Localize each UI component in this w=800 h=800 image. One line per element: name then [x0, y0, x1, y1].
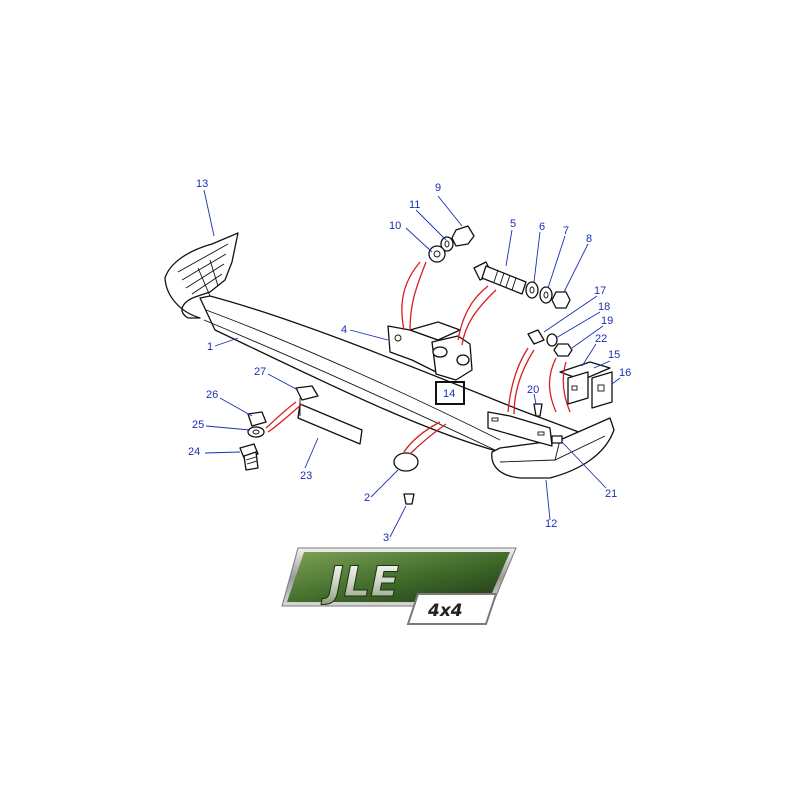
callout-6: 6: [539, 221, 545, 233]
callout-3: 3: [383, 532, 389, 544]
mount-bracket-center: [431, 335, 473, 381]
callout-9: 9: [435, 182, 441, 194]
callout-labels: 13 1 2 3 4 5 6 7 8 9 10 11 12 14 15 16 1…: [188, 178, 631, 544]
side-brackets: [559, 361, 613, 409]
callout-22: 22: [595, 333, 607, 345]
left-end-cap: [164, 232, 239, 319]
callout-8: 8: [586, 233, 592, 245]
callout-14: 14: [443, 388, 455, 400]
logo-brand-text: JLE: [321, 557, 399, 606]
callout-16: 16: [619, 367, 631, 379]
small-bolt-set: [428, 225, 475, 263]
plug-and-clip: [393, 452, 419, 505]
bracket-bolt-set: [527, 329, 573, 357]
callout-21: 21: [605, 488, 617, 500]
jle-logo: JLE 4x4: [281, 547, 517, 625]
callout-10: 10: [389, 220, 401, 232]
mount-bracket-right: [487, 411, 553, 447]
bumper-beam: [199, 295, 601, 453]
callout-2: 2: [364, 492, 370, 504]
plate-fixings: [239, 411, 267, 471]
callout-17: 17: [594, 285, 606, 297]
callout-13: 13: [196, 178, 208, 190]
callout-23: 23: [300, 470, 312, 482]
callout-12: 12: [545, 518, 557, 530]
callout-leaders: [203, 189, 621, 538]
callout-7: 7: [563, 225, 569, 237]
callout-26: 26: [206, 389, 218, 401]
callout-19: 19: [601, 315, 613, 327]
callout-14-box: [435, 381, 465, 405]
callout-27: 27: [254, 366, 266, 378]
callout-5: 5: [510, 218, 516, 230]
assembly-leader-lines: [265, 261, 571, 455]
callout-20: 20: [527, 384, 539, 396]
logo-4x4-badge: [406, 593, 498, 625]
callout-24: 24: [188, 446, 200, 458]
callout-1: 1: [207, 341, 213, 353]
callout-15: 15: [608, 349, 620, 361]
number-plate-bracket: [295, 385, 363, 445]
long-bolt-set: [473, 261, 571, 309]
logo-sub-text: 4x4: [427, 601, 463, 621]
callout-18: 18: [598, 301, 610, 313]
callout-11: 11: [409, 199, 420, 211]
right-end-cap: [491, 417, 615, 479]
callout-4: 4: [341, 324, 347, 336]
screw-and-clip: [533, 403, 563, 444]
callout-25: 25: [192, 419, 204, 431]
